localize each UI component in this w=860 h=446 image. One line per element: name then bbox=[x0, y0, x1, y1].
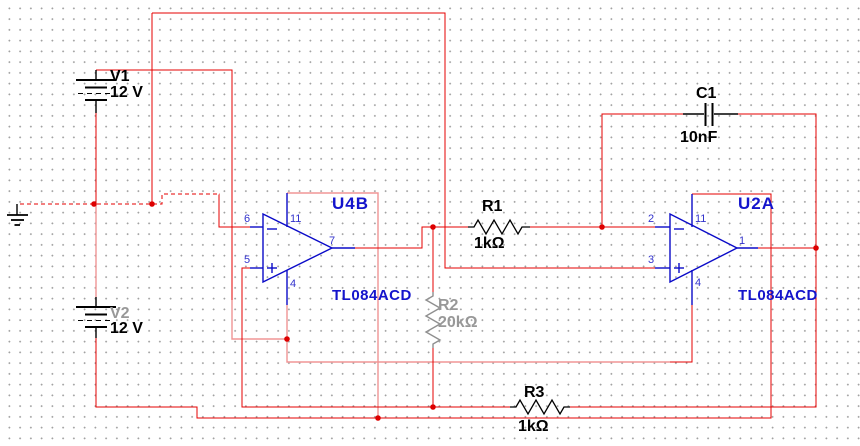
resistor-body bbox=[510, 398, 570, 416]
wire-ground-to-u4b-minus[interactable] bbox=[17, 193, 250, 228]
battery-v1[interactable]: V1 12 V bbox=[76, 68, 143, 113]
u2a-part-label[interactable]: TL084ACD bbox=[738, 287, 818, 304]
pin-number-bottom-rail: 4 bbox=[290, 278, 296, 290]
pin-number-bottom-rail: 4 bbox=[695, 277, 701, 289]
r2-value-label[interactable]: 20kΩ bbox=[438, 314, 478, 331]
r2-refdes-label[interactable]: R2 bbox=[438, 297, 459, 314]
wire-c1-left[interactable] bbox=[601, 113, 683, 227]
u2a-refdes-label[interactable]: U2A bbox=[738, 194, 775, 213]
wire-u4b-output[interactable] bbox=[355, 226, 433, 249]
u4b-part-label[interactable]: TL084ACD bbox=[332, 287, 412, 304]
wire-selection-dashes bbox=[17, 193, 219, 205]
junction-dot bbox=[375, 415, 381, 421]
r3-refdes-label[interactable]: R3 bbox=[524, 384, 545, 401]
wire-vplus-to-u2a[interactable] bbox=[286, 339, 670, 363]
wire-u4b-pin11-loop[interactable] bbox=[287, 192, 379, 418]
wire-v2-minus-rail[interactable] bbox=[95, 193, 772, 419]
junction-dot bbox=[430, 224, 436, 230]
battery-v2[interactable]: V2 12 V bbox=[76, 297, 143, 338]
junction-dot bbox=[91, 201, 97, 207]
v2-value-label[interactable]: 12 V bbox=[110, 320, 143, 337]
junction-dots bbox=[91, 201, 819, 421]
junction-dot bbox=[813, 245, 819, 251]
junction-dot bbox=[284, 336, 290, 342]
capacitor-c1[interactable]: C1 10nF bbox=[680, 85, 738, 146]
pin-number-plus: 3 bbox=[648, 254, 654, 266]
opamp-triangle bbox=[669, 212, 739, 284]
pin-number-top-rail: 11 bbox=[695, 213, 706, 225]
wire-u2a-pin4[interactable] bbox=[670, 305, 693, 363]
resistor-body bbox=[424, 292, 442, 348]
opamp-u2a[interactable]: 2 3 11 4 1 U2A TL084ACD bbox=[648, 194, 818, 305]
resistor-body bbox=[468, 218, 530, 236]
u4b-refdes-label[interactable]: U4B bbox=[332, 194, 369, 213]
ground-symbol[interactable] bbox=[7, 204, 28, 226]
wire-v1-plus-rail[interactable] bbox=[96, 69, 233, 300]
v2-refdes-label[interactable]: V2 bbox=[110, 305, 130, 322]
v1-refdes-label[interactable]: V1 bbox=[110, 68, 130, 85]
r3-value-label[interactable]: 1kΩ bbox=[518, 418, 549, 435]
junction-dot bbox=[149, 201, 155, 207]
r1-value-label[interactable]: 1kΩ bbox=[474, 235, 505, 252]
pin-number-minus: 6 bbox=[244, 213, 250, 225]
pin-number-minus: 2 bbox=[648, 213, 654, 225]
opamp-triangle bbox=[262, 212, 334, 284]
resistor-r3[interactable]: R3 1kΩ bbox=[510, 384, 570, 435]
junction-dot bbox=[599, 224, 605, 230]
c1-value-label[interactable]: 10nF bbox=[680, 129, 718, 146]
pin-number-output: 1 bbox=[739, 235, 745, 247]
highlighted-wires bbox=[95, 192, 670, 418]
c1-refdes-label[interactable]: C1 bbox=[696, 85, 717, 102]
wires bbox=[17, 12, 817, 419]
pin-number-output: 7 bbox=[329, 235, 335, 247]
wire-vplus-rail-lower[interactable] bbox=[231, 300, 287, 340]
pin-number-top-rail: 11 bbox=[290, 213, 301, 225]
wire-gnd-to-u2a-plus[interactable] bbox=[152, 12, 655, 269]
pin-number-plus: 5 bbox=[244, 254, 250, 266]
opamp-u4b[interactable]: 6 5 11 4 7 U4B TL084ACD bbox=[244, 193, 412, 305]
resistor-r1[interactable]: R1 1kΩ bbox=[468, 198, 530, 252]
junction-dot bbox=[430, 404, 436, 410]
r1-refdes-label[interactable]: R1 bbox=[482, 198, 503, 215]
wire-feedback-to-u4b-plus[interactable] bbox=[241, 267, 510, 408]
wire-c1-right-to-r3[interactable] bbox=[570, 113, 817, 408]
resistor-r2[interactable]: R2 20kΩ bbox=[424, 292, 478, 348]
v1-value-label[interactable]: 12 V bbox=[110, 84, 143, 101]
